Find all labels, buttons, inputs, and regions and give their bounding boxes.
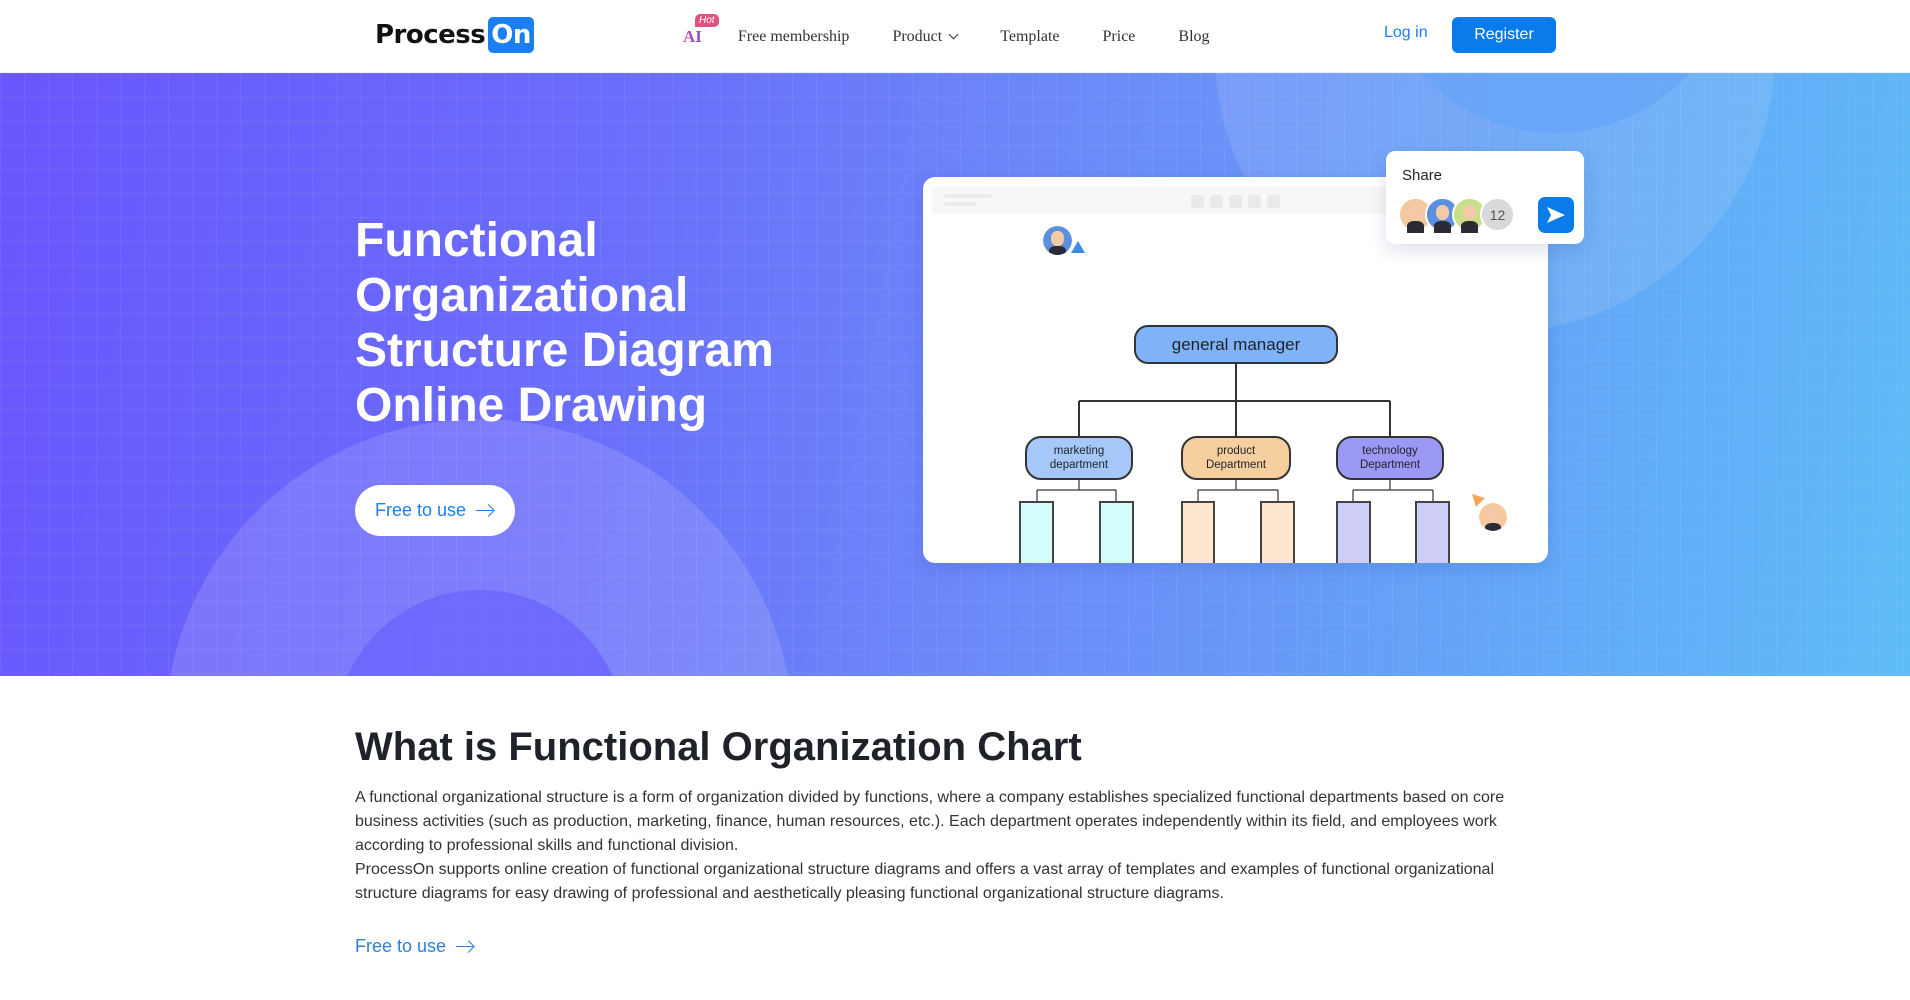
top-header: Process On AI Hot Free membership Produc… bbox=[0, 0, 1910, 73]
section-paragraph: ProcessOn supports online creation of fu… bbox=[355, 861, 1495, 902]
main-nav: AI Hot Free membership Product Template … bbox=[683, 0, 1253, 73]
free-to-use-link-label: Free to use bbox=[355, 936, 447, 956]
dept-label-line: technology bbox=[1362, 445, 1418, 457]
dept-label-product: product Department bbox=[1182, 437, 1290, 479]
avatar-icon bbox=[1454, 199, 1485, 234]
processon-logo[interactable]: Process On bbox=[375, 17, 534, 53]
nav-item-price[interactable]: Price bbox=[1102, 27, 1136, 45]
logo-badge: On bbox=[488, 17, 534, 53]
dept-node-marketing bbox=[1025, 436, 1133, 480]
send-icon bbox=[1547, 207, 1565, 223]
free-to-use-button[interactable]: Free to use bbox=[355, 485, 515, 536]
section-description: A functional organizational structure is… bbox=[355, 786, 1525, 906]
shared-user-avatar[interactable] bbox=[1425, 197, 1460, 234]
hero-banner: Functional Organizational Structure Diag… bbox=[0, 73, 1910, 676]
nav-item-free-membership[interactable]: Free membership bbox=[737, 27, 850, 45]
dept-label-line: marketing bbox=[1053, 445, 1105, 457]
cursor-pointer-icon bbox=[1071, 241, 1085, 253]
dept-label-line: Department bbox=[1359, 459, 1421, 471]
hero-title-line: Organizational bbox=[355, 269, 689, 322]
share-title: Share bbox=[1402, 167, 1443, 184]
send-share-button[interactable] bbox=[1538, 197, 1574, 233]
dept-label-line: department bbox=[1049, 459, 1109, 471]
hero-title-line: Structure Diagram bbox=[355, 324, 774, 377]
arrow-right-icon bbox=[456, 941, 474, 953]
leaf-node bbox=[1336, 501, 1371, 563]
free-to-use-label: Free to use bbox=[375, 500, 467, 520]
diagram-preview-card: general manager marketing department pro… bbox=[923, 177, 1548, 563]
free-to-use-link[interactable]: Free to use bbox=[355, 936, 474, 957]
dept-label-technology: technology Department bbox=[1337, 437, 1443, 479]
dept-node-technology bbox=[1336, 436, 1444, 480]
org-chart-diagram bbox=[1019, 325, 1450, 563]
collaborator-avatar bbox=[1043, 226, 1072, 255]
avatar-icon bbox=[1479, 503, 1507, 531]
leaf-node bbox=[1099, 501, 1134, 563]
nav-item-ai[interactable]: AI Hot bbox=[683, 13, 719, 47]
hero-title-line: Online Drawing bbox=[355, 379, 708, 432]
toolbar-button bbox=[1191, 195, 1204, 208]
root-node bbox=[1134, 325, 1338, 364]
toolbar-button bbox=[1267, 195, 1280, 208]
nav-item-product-label: Product bbox=[892, 27, 943, 45]
leaf-node bbox=[1019, 501, 1054, 563]
logo-text: Process bbox=[375, 20, 486, 50]
root-node-label: general manager bbox=[1171, 334, 1301, 354]
leaf-node bbox=[1415, 501, 1450, 563]
avatar-icon bbox=[1427, 199, 1458, 234]
register-button[interactable]: Register bbox=[1452, 17, 1556, 53]
toolbar-placeholder-line bbox=[944, 202, 977, 206]
dept-label-line: Department bbox=[1205, 459, 1267, 471]
chevron-down-icon bbox=[948, 29, 959, 39]
cursor-pointer-icon bbox=[1472, 494, 1485, 507]
leaf-node bbox=[1260, 501, 1295, 563]
nav-item-blog[interactable]: Blog bbox=[1178, 27, 1210, 45]
share-popover: Share 12 bbox=[1386, 151, 1584, 244]
nav-item-product[interactable]: Product bbox=[892, 27, 959, 46]
nav-item-template[interactable]: Template bbox=[1000, 27, 1060, 45]
section-title: What is Functional Organization Chart bbox=[355, 725, 1082, 769]
dept-label-line: product bbox=[1216, 445, 1256, 457]
arrow-right-icon bbox=[476, 505, 494, 517]
hero-title-line: Functional bbox=[355, 214, 598, 267]
shared-user-avatar[interactable] bbox=[1452, 197, 1487, 234]
dept-node-product bbox=[1181, 436, 1291, 480]
toolbar-button bbox=[1229, 195, 1242, 208]
avatar-icon bbox=[1043, 226, 1072, 255]
collaborator-avatar bbox=[1479, 503, 1507, 531]
hero-title: Functional Organizational Structure Diag… bbox=[355, 213, 915, 433]
shared-user-count[interactable]: 12 bbox=[1480, 197, 1515, 232]
toolbar-placeholder-line bbox=[944, 194, 992, 198]
toolbar-button bbox=[1248, 195, 1261, 208]
nav-item-ai-label: AI bbox=[683, 26, 702, 46]
section-paragraph: A functional organizational structure is… bbox=[355, 789, 1505, 854]
dept-label-marketing: marketing department bbox=[1026, 437, 1132, 479]
leaf-node bbox=[1181, 501, 1215, 563]
login-link[interactable]: Log in bbox=[1384, 24, 1428, 41]
toolbar-button bbox=[1210, 195, 1223, 208]
hot-badge: Hot bbox=[695, 13, 719, 27]
